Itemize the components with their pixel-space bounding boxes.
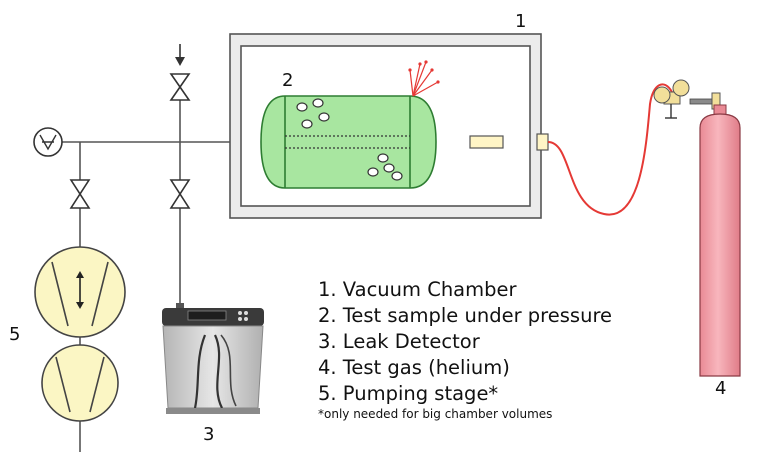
legend-item: 2. Test sample under pressure [318, 304, 613, 327]
helium-cylinder [699, 104, 741, 377]
vacuum-gauge-icon [33, 127, 63, 157]
test-sample [260, 95, 437, 189]
label-chamber: 1 [515, 11, 526, 32]
legend-note: *only needed for big chamber volumes [318, 407, 553, 421]
chamber-feedthrough [536, 133, 549, 151]
legend: 1. Vacuum Chamber 2. Test sample under p… [318, 277, 612, 421]
gas-molecules [296, 98, 403, 181]
label-detector: 3 [203, 424, 214, 445]
leak-detector[interactable] [162, 303, 264, 414]
gas-line [547, 83, 673, 216]
label-pump: 5 [9, 324, 20, 345]
valve-detector-icon[interactable] [169, 179, 191, 209]
pressure-regulator-icon [653, 79, 721, 119]
pump-lower-icon[interactable] [41, 344, 119, 422]
vent-arrow-icon [175, 44, 185, 66]
label-sample: 2 [282, 70, 293, 91]
legend-item: 1. Vacuum Chamber [318, 278, 517, 301]
label-gas: 4 [715, 378, 726, 399]
pump-upper-icon[interactable] [34, 246, 126, 338]
legend-item: 4. Test gas (helium) [318, 356, 510, 379]
leak-arrows-icon [408, 60, 440, 97]
legend-item: 3. Leak Detector [318, 330, 480, 353]
valve-pump-icon[interactable] [69, 179, 91, 209]
inline-filter [469, 135, 504, 149]
legend-item: 5. Pumping stage* [318, 382, 499, 405]
valve-vent-icon[interactable] [169, 73, 191, 101]
